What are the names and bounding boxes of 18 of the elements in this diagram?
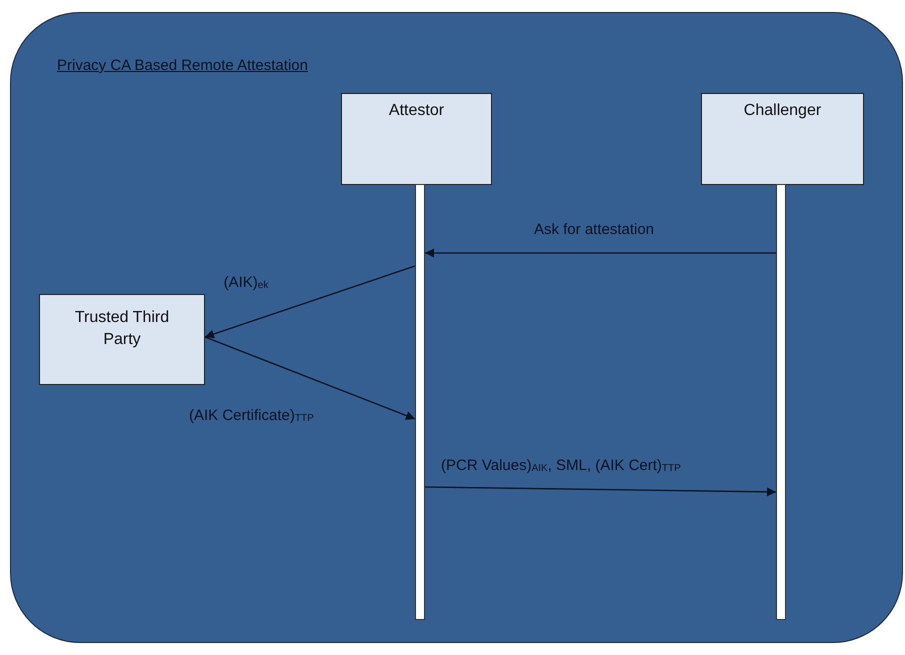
participant-name: Attestor — [388, 102, 446, 120]
message-label: Ask for attestation — [534, 221, 654, 238]
participant-box — [341, 93, 492, 185]
message-label: (PCR Values)$_{AIK}$, SML, (AIK Cert)$_{TTP}$ — [441, 457, 681, 474]
lifeline-bar — [415, 184, 425, 620]
participant-name: Trusted Third Party — [74, 308, 170, 350]
arrow — [425, 486, 776, 496]
panel-heading: Privacy CA Based Remote Attestation — [57, 57, 308, 74]
arrow — [204, 336, 416, 420]
participant-name: Challenger — [742, 102, 822, 120]
participant-box — [39, 294, 205, 385]
arrow — [425, 248, 776, 258]
message-label: (AIK)$_{ek}$ — [224, 274, 268, 291]
diagram-panel — [10, 12, 903, 643]
arrow — [204, 265, 416, 338]
participant-box — [701, 93, 864, 185]
lifeline-bar — [776, 184, 786, 620]
message-label: (AIK Certificate)$_{TTP}$ — [189, 407, 314, 424]
